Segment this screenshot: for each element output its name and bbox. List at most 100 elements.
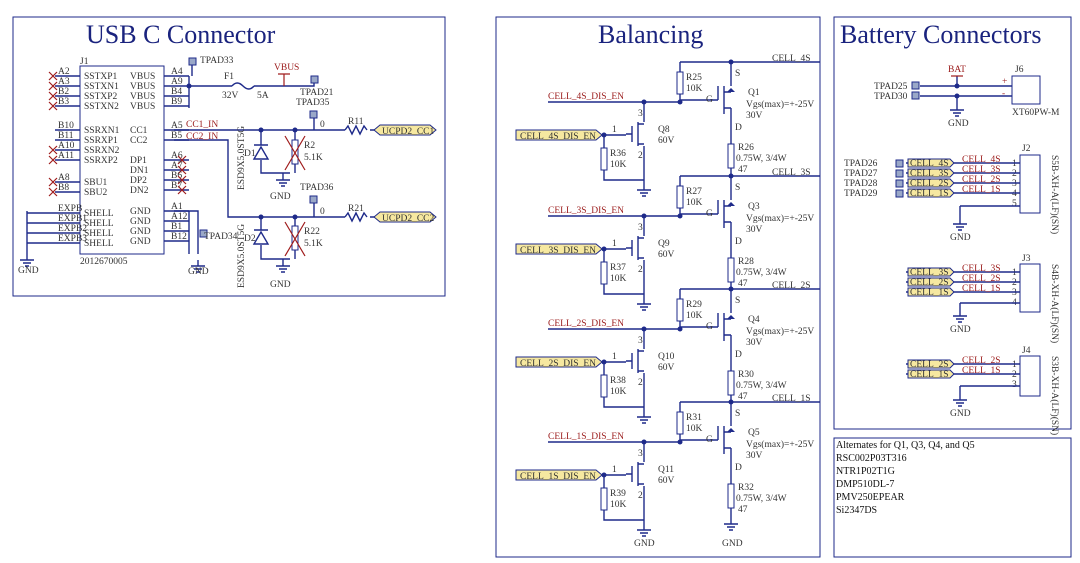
j1-left-pin-number: A2	[58, 67, 70, 77]
nfet-pin-1: 1	[612, 239, 617, 249]
connector-net-flag	[907, 359, 955, 369]
r11-zero: 0	[320, 120, 325, 130]
connector-net-flag-label: CELL_1S	[910, 370, 949, 380]
d1-ref: D1	[244, 149, 256, 159]
pfet-ref: Q5	[748, 428, 760, 438]
connector-net-flag-label: CELL_2S	[910, 278, 949, 288]
j1-right-pin-number: B4	[171, 87, 182, 97]
j1-right-pin-number: A12	[171, 212, 188, 222]
dis-en-net-label: CELL_1S_DIS_EN	[548, 432, 624, 442]
dis-en-port-label: CELL_1S_DIS_EN	[520, 472, 596, 482]
gate-resistor-ref: R38	[610, 376, 626, 386]
j1-right-pin-number: B1	[171, 222, 182, 232]
pfet-d-label: D	[735, 350, 742, 360]
j1-right-pin-number: B9	[171, 97, 182, 107]
nfet-pin-2: 2	[638, 151, 643, 161]
pfet-d-label: D	[735, 123, 742, 133]
pfet-ref: Q1	[748, 88, 760, 98]
load-resistor-value: 47	[738, 392, 748, 402]
j1-right-pin-number: B12	[171, 232, 187, 242]
gnd-d1: GND	[270, 192, 291, 202]
pfet-g-label: G	[706, 435, 713, 445]
j1-right-pin-name: VBUS	[130, 102, 155, 112]
pfet-symbol	[717, 402, 732, 484]
tpad33-label: TPAD33	[200, 56, 234, 66]
connector-net-label: CELL_2S	[962, 356, 1001, 366]
cc1-in-label: CC1_IN	[186, 120, 218, 130]
dis-en-net-label: CELL_4S_DIS_EN	[548, 92, 624, 102]
gnd-label: GND	[634, 539, 655, 549]
j1-left-pin-name: SHELL	[84, 229, 114, 239]
alternates-heading: Alternates for Q1, Q3, Q4, and Q5	[836, 440, 975, 451]
j6-ref: J6	[1015, 65, 1024, 75]
nfet-voltage: 60V	[658, 250, 675, 260]
r11-resistor	[344, 124, 368, 136]
pullup-ref: R27	[686, 187, 702, 197]
gate-resistor	[600, 374, 608, 398]
pfet-vgs: Vgs(max)=+-25V	[746, 99, 814, 110]
j1-right-pin-name: CC1	[130, 126, 148, 136]
j1-right-pin-number: A6	[171, 151, 183, 161]
gnd-j3: GND	[950, 325, 971, 335]
nfet-ref: Q11	[658, 465, 674, 475]
pfet-ref: Q3	[748, 202, 760, 212]
j1-right-pin-number: A9	[171, 77, 183, 87]
connector-pin-number: 2	[1012, 169, 1017, 179]
nfet-ref: Q9	[658, 239, 670, 249]
pfet-g-label: G	[706, 209, 713, 219]
j1-left-pin-number: EXPB1	[58, 214, 87, 224]
j1-right-pin-name: VBUS	[130, 82, 155, 92]
j3-body	[1019, 263, 1041, 313]
nfet-voltage: 60V	[658, 363, 675, 373]
d2-symbol	[252, 229, 270, 245]
load-resistor-spec: 0.75W, 3/4W	[736, 268, 787, 278]
cell-net-label: CELL_3S	[772, 168, 811, 178]
j1-left-pin-name: SHELL	[84, 239, 114, 249]
j1-left-pin-number: B8	[58, 183, 69, 193]
j1-part: 2012670005	[80, 257, 128, 267]
connector-pin-number: 3	[1012, 380, 1017, 390]
gate-resistor	[600, 147, 608, 171]
tpad33	[188, 57, 197, 66]
tpad30-label: TPAD30	[874, 92, 908, 102]
dis-en-port-label: CELL_4S_DIS_EN	[520, 132, 596, 142]
nfet-ref: Q10	[658, 352, 675, 362]
connector-net-flag-label: CELL_2S	[910, 179, 949, 189]
connector-net-flag	[907, 168, 955, 178]
tpad21-label: TPAD21	[300, 88, 334, 98]
load-resistor	[727, 257, 735, 283]
load-resistor-value: 47	[738, 165, 748, 175]
no-connect-mark	[48, 71, 58, 81]
j1-right-pin-name: DP1	[130, 156, 147, 166]
j1-right-pin-name: GND	[130, 227, 151, 237]
j1-right-pin-number: A5	[171, 121, 183, 131]
connector-tpad	[895, 169, 904, 178]
d2-part: ESD9X5.0ST5G	[237, 224, 247, 288]
no-connect-mark	[48, 91, 58, 101]
tpad34	[199, 229, 208, 238]
usb-title: USB C Connector	[86, 20, 276, 49]
r2-ref: R2	[304, 141, 315, 151]
connector-net-label: CELL_4S	[962, 155, 1001, 165]
pfet-voltage: 30V	[746, 225, 763, 235]
balancing-section: CELL_4SR2510KSDGQ1Vgs(max)=+-25V30VCELL_…	[515, 54, 820, 549]
r22-ref: R22	[304, 227, 320, 237]
load-resistor-ref: R26	[738, 143, 754, 153]
pfet-voltage: 30V	[746, 338, 763, 348]
j1-ref: J1	[80, 57, 89, 67]
nfet-pin-2: 2	[638, 378, 643, 388]
nfet-pin-2: 2	[638, 491, 643, 501]
gate-resistor-ref: R36	[610, 149, 626, 159]
connector-net-flag-label: CELL_4S	[910, 159, 949, 169]
j2-body	[1019, 154, 1041, 214]
j1-left-pin-name: SSTXN1	[84, 82, 119, 92]
battery-panel	[833, 16, 1072, 430]
tpad25-label: TPAD25	[874, 82, 908, 92]
pfet-symbol	[717, 289, 732, 371]
gnd-symbol	[637, 411, 651, 424]
pfet-symbol	[717, 62, 732, 144]
nfet-pin-3: 3	[638, 336, 643, 346]
connector-tpad-label: TPAD29	[844, 189, 878, 199]
